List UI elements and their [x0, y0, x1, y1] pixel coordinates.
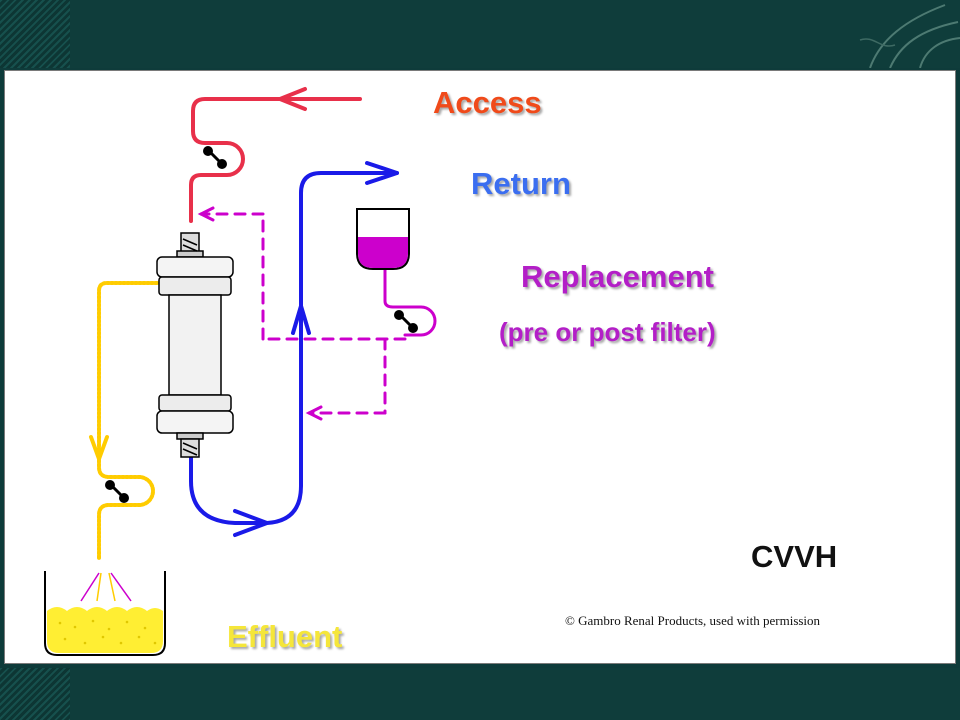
slide-canvas: Access Return Replacement (pre or post f… [4, 70, 956, 664]
effluent-label: Effluent [227, 619, 342, 654]
replacement-bag-icon [356, 208, 410, 270]
leaf-decoration-icon [859, 4, 960, 68]
effluent-container-icon [44, 571, 166, 656]
effluent-line [89, 281, 159, 561]
return-label: Return [471, 166, 571, 201]
cvvh-circuit-diagram: Access Return Replacement (pre or post f… [44, 85, 837, 656]
bottom-band [0, 668, 960, 720]
return-line [189, 161, 399, 537]
top-band [0, 0, 960, 68]
credit-text: © Gambro Renal Products, used with permi… [565, 613, 821, 628]
replacement-label: Replacement [521, 259, 714, 294]
filter-icon [156, 232, 234, 458]
pump-icon [203, 146, 227, 169]
pump-icon [394, 310, 418, 333]
top-pattern [0, 0, 70, 68]
mode-label: CVVH [751, 539, 837, 574]
access-label: Access [433, 85, 542, 120]
bottom-pattern [0, 668, 70, 720]
replacement-line [197, 206, 437, 421]
access-line [189, 87, 362, 223]
pump-icon [105, 480, 129, 503]
replacement-note: (pre or post filter) [499, 317, 716, 347]
